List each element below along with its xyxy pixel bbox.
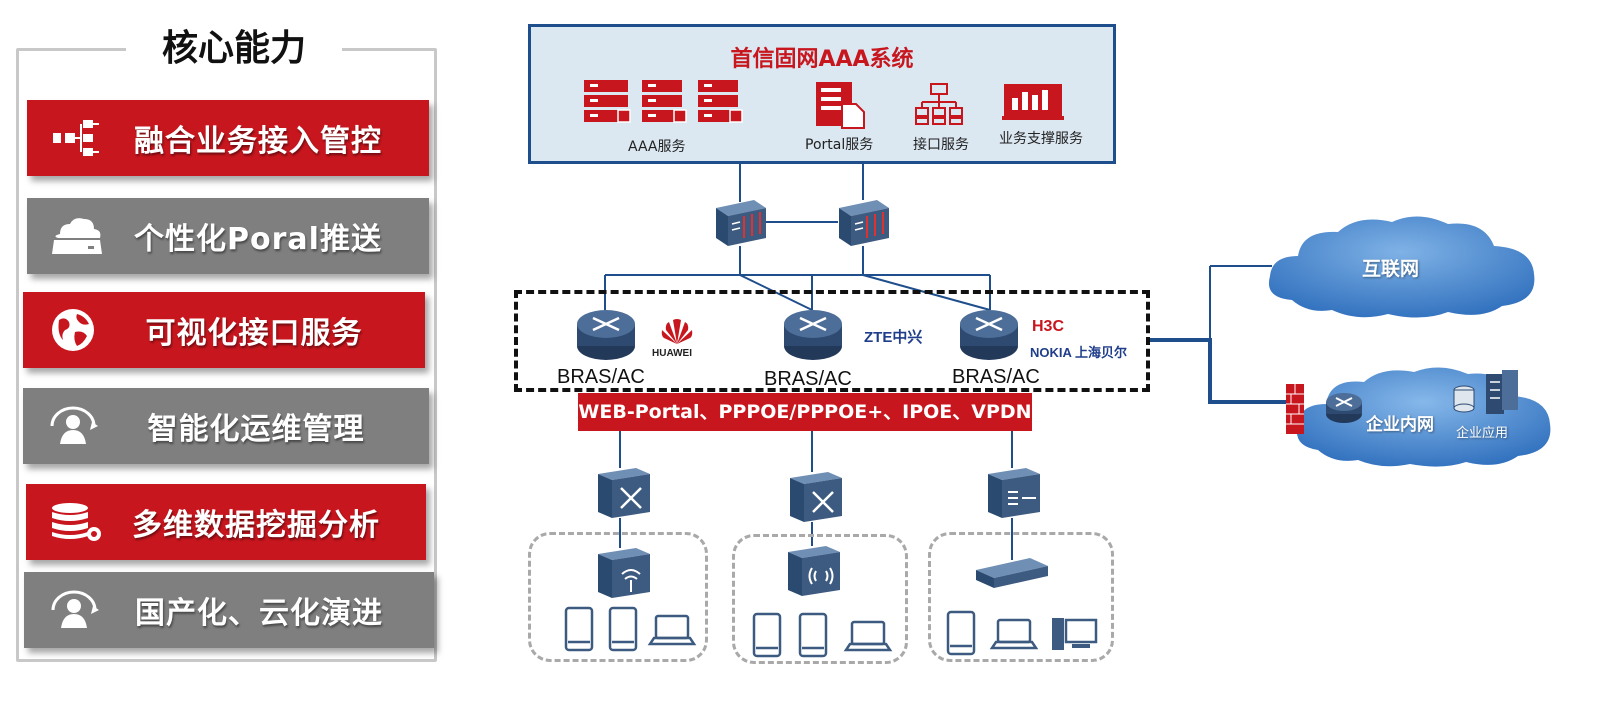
portal-server-icon: [816, 82, 865, 129]
firewall-icon: [716, 200, 766, 246]
bras-label: BRAS/AC: [764, 368, 852, 390]
service-label-aaa: AAA服务: [628, 139, 686, 155]
laptop-icon: [996, 618, 1032, 644]
capability-label: 可视化接口服务: [145, 316, 363, 351]
end-devices: [752, 612, 893, 658]
firewall-brick-icon: [1286, 384, 1304, 434]
enterprise-app-label: 企业应用: [1456, 426, 1509, 441]
router-icon: [577, 310, 635, 360]
modem-icon: [976, 558, 1048, 588]
hierarchy-icon: [27, 100, 127, 176]
internet-cloud-icon: [1268, 216, 1535, 318]
l2-switch-icon: [988, 468, 1040, 518]
capability-item-data-mining: 多维数据挖掘分析: [26, 484, 426, 560]
huawei-logo-icon: [661, 319, 693, 344]
end-devices: [946, 610, 1098, 656]
access-group-wifi: [528, 532, 708, 662]
enterprise-server-icon: [1453, 370, 1518, 414]
switch-icon: [598, 468, 650, 518]
cloud-server-icon: [27, 198, 127, 274]
desktop-icon: [1052, 618, 1098, 650]
vendor-logo-h3c: H3C: [1032, 318, 1065, 335]
switch-icon: [790, 472, 842, 522]
aaa-system-title: 首信固网AAA系统: [730, 47, 914, 72]
core-capabilities-title: 核心能力: [126, 24, 342, 74]
vendor-logo-huawei: HUAWEI: [652, 348, 692, 359]
phone-icon: [798, 612, 828, 658]
user-cycle-icon: [24, 572, 124, 648]
capability-label: 智能化运维管理: [147, 412, 365, 447]
capability-label: 国产化、云化演进: [135, 596, 383, 631]
globe-icon: [23, 292, 123, 368]
service-label-portal: Portal服务: [805, 137, 874, 153]
intranet-router-icon: [1326, 393, 1362, 423]
phone-icon: [946, 610, 976, 656]
capability-label: 个性化Poral推送: [134, 222, 382, 257]
protocol-bar: WEB-Portal、PPPOE/PPPOE+、IPOE、VPDN: [578, 393, 1032, 431]
aaa-server-icon: [584, 80, 743, 123]
capability-item-smart-ops: 智能化运维管理: [23, 388, 429, 464]
user-cycle-icon: [23, 388, 123, 464]
database-gear-icon: [26, 484, 126, 560]
capability-label: 多维数据挖掘分析: [132, 508, 380, 543]
interface-service-icon: [915, 83, 963, 125]
phone-icon: [608, 606, 638, 652]
vendor-logo-nokia: NOKIA 上海贝尔: [1030, 345, 1128, 360]
firewall-icon: [839, 200, 889, 246]
capability-item-cloud-evolution: 国产化、云化演进: [24, 572, 434, 648]
capability-item-interface-service: 可视化接口服务: [23, 292, 425, 368]
end-devices: [564, 606, 697, 652]
access-group-wired: [928, 532, 1114, 662]
wireless-ap-icon: [598, 548, 650, 598]
router-icon: [784, 310, 842, 360]
service-label-interface: 接口服务: [913, 137, 969, 153]
bras-label: BRAS/AC: [557, 366, 645, 388]
router-icon: [960, 310, 1018, 360]
phone-icon: [752, 612, 782, 658]
bras-label: BRAS/AC: [952, 366, 1040, 388]
internet-label: 互联网: [1362, 258, 1420, 280]
phone-icon: [564, 606, 594, 652]
laptop-icon: [654, 614, 690, 640]
service-label-business-support: 业务支撑服务: [999, 131, 1083, 147]
laptop-icon: [850, 620, 886, 646]
wireless-ap-icon: [788, 546, 840, 596]
capability-item-access-control: 融合业务接入管控: [27, 100, 429, 176]
access-group-wireless: [732, 534, 908, 664]
vendor-logo-zte: ZTE中兴: [864, 329, 923, 346]
capability-label: 融合业务接入管控: [134, 124, 382, 159]
bras-group-box: [514, 290, 1150, 392]
business-support-icon: [1002, 84, 1064, 120]
capability-item-portal-push: 个性化Poral推送: [27, 198, 429, 274]
intranet-label: 企业内网: [1366, 415, 1434, 435]
